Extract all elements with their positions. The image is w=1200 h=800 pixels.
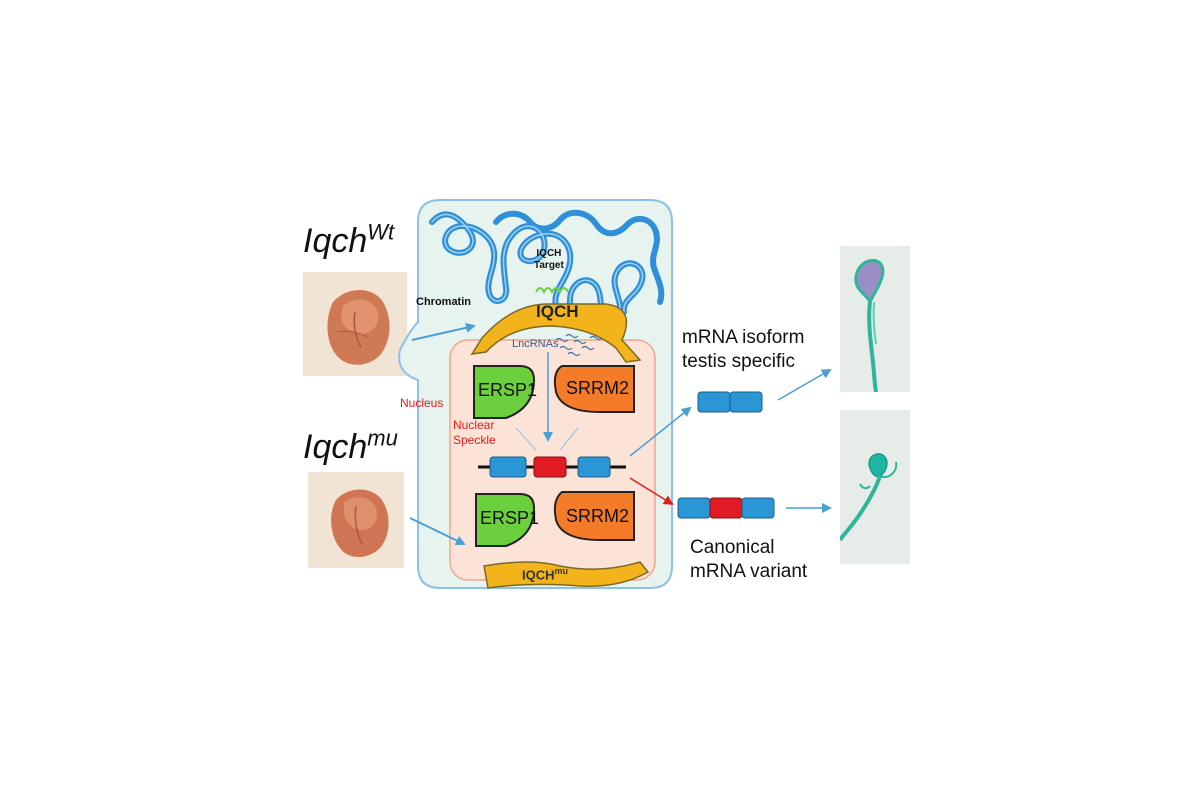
iqch-mu-sup: mu <box>554 566 569 576</box>
genotype-mu-label: Iqchmu <box>303 425 398 467</box>
canonical-label: Canonical mRNA variant <box>690 536 807 584</box>
iqch-target-label: IQCH Target <box>534 248 564 272</box>
iqch-protein-shape <box>470 303 642 363</box>
isoform-line2: testis specific <box>682 351 795 372</box>
srrm2-bottom-label: SRRM2 <box>566 506 630 526</box>
canonical-arrow <box>629 477 674 506</box>
sperm-abnormal-icon <box>838 410 910 564</box>
srrm2-top-shape <box>553 365 635 413</box>
iqch-target-line2: Target <box>534 260 564 271</box>
testis-wt-photo <box>303 272 407 376</box>
sperm-normal-image <box>840 246 910 393</box>
iqch-mu-label: IQCHmu <box>522 566 568 582</box>
testis-icon <box>303 272 407 376</box>
canonical-exon-3 <box>741 497 775 519</box>
canonical-exon-2 <box>709 497 743 519</box>
ersp1-top-label: ERSP1 <box>478 380 538 400</box>
iqch-label: IQCH <box>536 302 579 321</box>
exon-1 <box>489 456 527 478</box>
isoform-exon-2 <box>729 391 763 413</box>
iqch-mu-base: IQCH <box>522 567 555 583</box>
genotype-mu-base: Iqch <box>303 428 368 466</box>
isoform-arrow <box>629 406 692 457</box>
isoform-label: mRNA isoform testis specific <box>682 326 804 374</box>
exon-2-alt <box>533 456 567 478</box>
isoform-line1: mRNA isoform <box>682 327 805 348</box>
speckle-line2: Speckle <box>453 433 496 447</box>
nuclear-speckle-label: Nuclear Speckle <box>453 418 496 448</box>
iqch-mu-ribbon <box>483 561 650 589</box>
nucleus-label: Nucleus <box>400 396 444 410</box>
isoform-exon-1 <box>697 391 731 413</box>
isoform-to-sperm-arrow <box>777 369 832 401</box>
iqch-target-site <box>535 287 569 295</box>
genotype-wt-base: Iqch <box>303 222 368 260</box>
mu-to-cell-arrow <box>409 517 466 546</box>
ersp1-bottom-shape <box>475 493 536 547</box>
genotype-mu-sup: mu <box>367 425 398 451</box>
canonical-line2: mRNA variant <box>690 561 808 582</box>
canonical-line1: Canonical <box>690 537 775 558</box>
testis-mu-photo <box>308 472 404 568</box>
speckle-line1: Nuclear <box>453 418 495 432</box>
lncrna-squiggles <box>555 333 603 357</box>
chromatin-label: Chromatin <box>416 296 471 308</box>
srrm2-top-label: SRRM2 <box>566 378 630 398</box>
genotype-wt-sup: Wt <box>367 219 395 245</box>
exon-3 <box>577 456 611 478</box>
ersp1-bottom-label: ERSP1 <box>480 508 540 528</box>
srrm2-bottom-shape <box>553 491 635 541</box>
iqch-target-line1: IQCH <box>536 248 562 259</box>
lncrnas-label: LncRNAs <box>512 338 559 350</box>
wt-to-cell-arrow <box>411 322 476 341</box>
genotype-wt-label: IqchWt <box>303 219 395 261</box>
ersp1-top-shape <box>473 365 536 419</box>
testis-icon <box>308 472 404 568</box>
canonical-exon-1 <box>677 497 711 519</box>
sperm-normal-icon <box>840 246 910 393</box>
sperm-abnormal-image <box>838 410 910 564</box>
